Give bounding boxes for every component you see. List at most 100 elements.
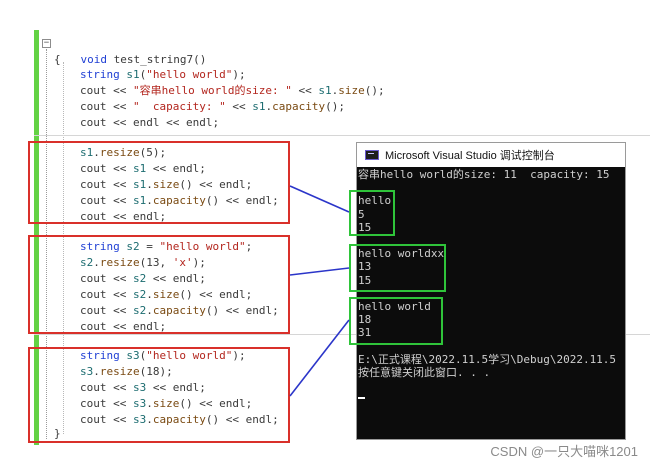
code-token: endl; xyxy=(172,162,206,175)
code-token: << xyxy=(106,288,133,301)
code-token: "hello world" xyxy=(159,240,246,253)
code-token: ); xyxy=(232,68,246,81)
code-token: size xyxy=(152,178,180,191)
code-token: (13, xyxy=(139,256,173,269)
code-token: . xyxy=(93,365,100,378)
code-token: cout xyxy=(80,162,107,175)
code-token: s1 xyxy=(80,146,94,159)
code-token: () << endl; xyxy=(205,413,279,426)
code-token: ); xyxy=(232,349,246,362)
code-token: s3 xyxy=(133,381,147,394)
code-token: size xyxy=(152,288,180,301)
line-separator xyxy=(34,135,650,136)
code-line: cout << s2.size() << endl; xyxy=(80,287,252,303)
console-cursor xyxy=(358,397,365,399)
code-token: . xyxy=(93,256,100,269)
code-token: . xyxy=(331,84,339,97)
code-token: s1 xyxy=(318,84,332,97)
code-token: endl; xyxy=(133,320,167,333)
code-token: "hello world" xyxy=(146,68,233,81)
code-token: << xyxy=(106,304,133,317)
code-token: capacity xyxy=(152,304,206,317)
console-app-icon xyxy=(365,150,379,160)
console-line: hello xyxy=(358,194,392,208)
highlight-box-s1-output xyxy=(349,190,395,236)
code-line-function-header: void test_string7() xyxy=(54,36,207,66)
code-token: . xyxy=(146,288,153,301)
code-token: () << endl; xyxy=(179,397,253,410)
code-token: . xyxy=(146,397,153,410)
code-token: . xyxy=(146,413,153,426)
code-line: string s2 = "hello world"; xyxy=(80,239,252,255)
code-token: . xyxy=(146,194,153,207)
code-token: s3 xyxy=(126,349,140,362)
code-line: s3.resize(18); xyxy=(80,364,173,380)
console-line: 31 xyxy=(358,326,372,340)
code-token: s2 xyxy=(133,272,147,285)
console-line: 按任意键关闭此窗口. . . xyxy=(358,366,491,379)
collapse-toggle-icon[interactable]: − xyxy=(42,38,51,48)
code-token: endl; xyxy=(172,381,206,394)
console-line: hello world xyxy=(358,300,431,313)
code-line-close-brace: } xyxy=(54,427,61,440)
code-token: string xyxy=(80,68,120,81)
highlight-box-s3-code xyxy=(28,347,290,443)
fold-guide-line xyxy=(46,49,48,439)
code-line: string s3("hello world"); xyxy=(80,348,246,364)
console-line: 容串hello world的size: 11 capacity: 15 xyxy=(358,168,610,181)
code-line: cout << endl << endl; xyxy=(80,115,219,131)
code-token: endl xyxy=(133,116,160,129)
code-token: ; xyxy=(212,116,220,129)
code-token: cout xyxy=(80,272,107,285)
code-line: cout << s3 << endl; xyxy=(80,380,206,396)
code-token: . xyxy=(146,304,153,317)
code-token: << xyxy=(106,100,133,113)
function-name: test_string7() xyxy=(107,53,207,66)
code-token: << xyxy=(146,272,173,285)
code-token: ; xyxy=(245,240,253,253)
code-token: endl xyxy=(186,116,213,129)
code-token: cout xyxy=(80,210,107,223)
console-line: 18 xyxy=(358,313,372,327)
code-token: << xyxy=(106,178,133,191)
code-line: cout << s1 << endl; xyxy=(80,161,206,177)
code-token: . xyxy=(265,100,273,113)
code-token: << xyxy=(106,413,133,426)
code-token: cout xyxy=(80,84,107,97)
code-token: string xyxy=(80,240,120,253)
code-token: cout xyxy=(80,100,107,113)
highlight-box-s3-output xyxy=(349,297,443,345)
watermark-text: CSDN @一只大喵咪1201 xyxy=(490,444,638,459)
debug-console-window[interactable]: Microsoft Visual Studio 调试控制台 容串hello wo… xyxy=(356,142,626,440)
code-token: capacity xyxy=(152,194,206,207)
console-titlebar[interactable]: Microsoft Visual Studio 调试控制台 xyxy=(357,143,625,167)
code-token: s1 xyxy=(252,100,266,113)
code-token: cout xyxy=(80,413,107,426)
code-token: "容串hello world的size: " xyxy=(133,84,292,97)
code-line: cout << s2.capacity() << endl; xyxy=(80,303,279,319)
console-output[interactable]: 容串hello world的size: 11 capacity: 15 hello… xyxy=(357,167,625,441)
code-token: << xyxy=(146,381,173,394)
code-token: "hello world" xyxy=(146,349,233,362)
code-token: " capacity: " xyxy=(133,100,226,113)
code-line: cout << "容串hello world的size: " << s1.siz… xyxy=(80,83,385,99)
code-token: cout xyxy=(80,178,107,191)
code-token: << xyxy=(106,381,133,394)
code-token: << xyxy=(106,272,133,285)
code-line: cout << s1.capacity() << endl; xyxy=(80,193,279,209)
code-token: endl; xyxy=(172,272,206,285)
code-token: s1 xyxy=(133,178,147,191)
code-token: cout xyxy=(80,304,107,317)
code-token: << xyxy=(106,397,133,410)
console-line: 15 xyxy=(358,220,372,234)
code-token: s3 xyxy=(133,397,147,410)
code-token: s2 xyxy=(80,256,94,269)
code-token: (18); xyxy=(139,365,173,378)
code-token: cout xyxy=(80,116,107,129)
console-line: E:\正式课程\2022.11.5学习\Debug\2022.11.5 xyxy=(358,352,617,366)
code-token: << xyxy=(106,194,133,207)
code-line: cout << s1.size() << endl; xyxy=(80,177,252,193)
code-token: (); xyxy=(325,100,345,113)
code-token: () << endl; xyxy=(179,288,253,301)
